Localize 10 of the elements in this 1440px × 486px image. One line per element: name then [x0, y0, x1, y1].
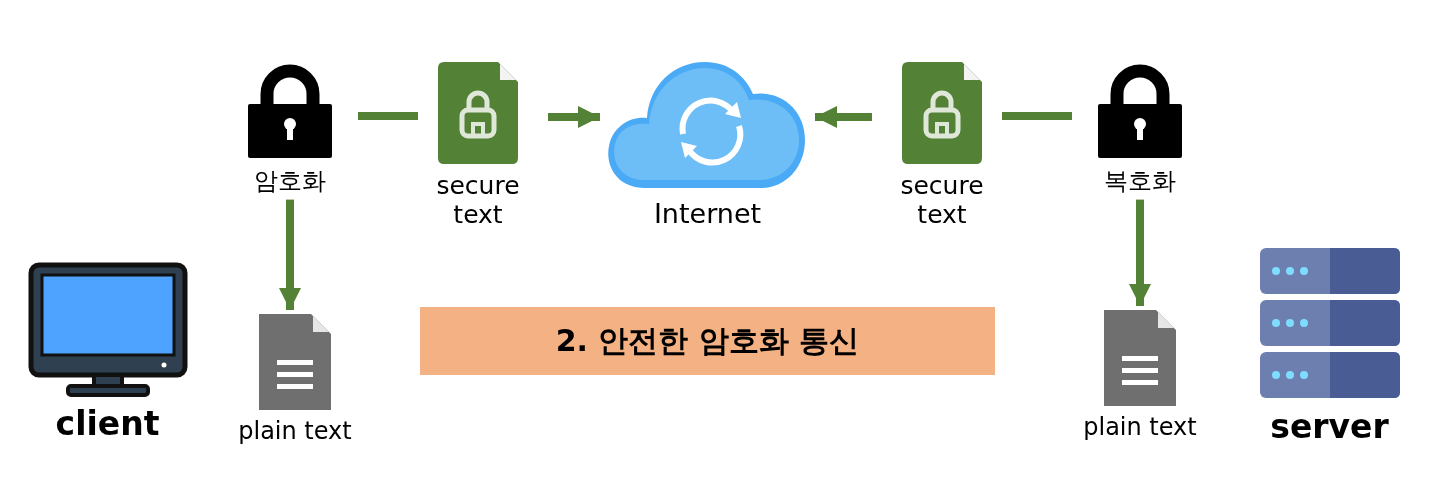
- node-label: secure text: [899, 172, 985, 230]
- node-label: secure text: [435, 172, 521, 230]
- node-label: plain text: [238, 418, 352, 446]
- node-label: 암호화: [254, 168, 326, 196]
- node-label: plain text: [1083, 414, 1197, 442]
- node-label: 복호화: [1104, 168, 1176, 196]
- title-banner: 2. 안전한 암호화 통신: [420, 307, 995, 375]
- device-label: server: [1270, 408, 1389, 446]
- node-label: Internet: [653, 198, 762, 230]
- device-label: client: [55, 405, 160, 443]
